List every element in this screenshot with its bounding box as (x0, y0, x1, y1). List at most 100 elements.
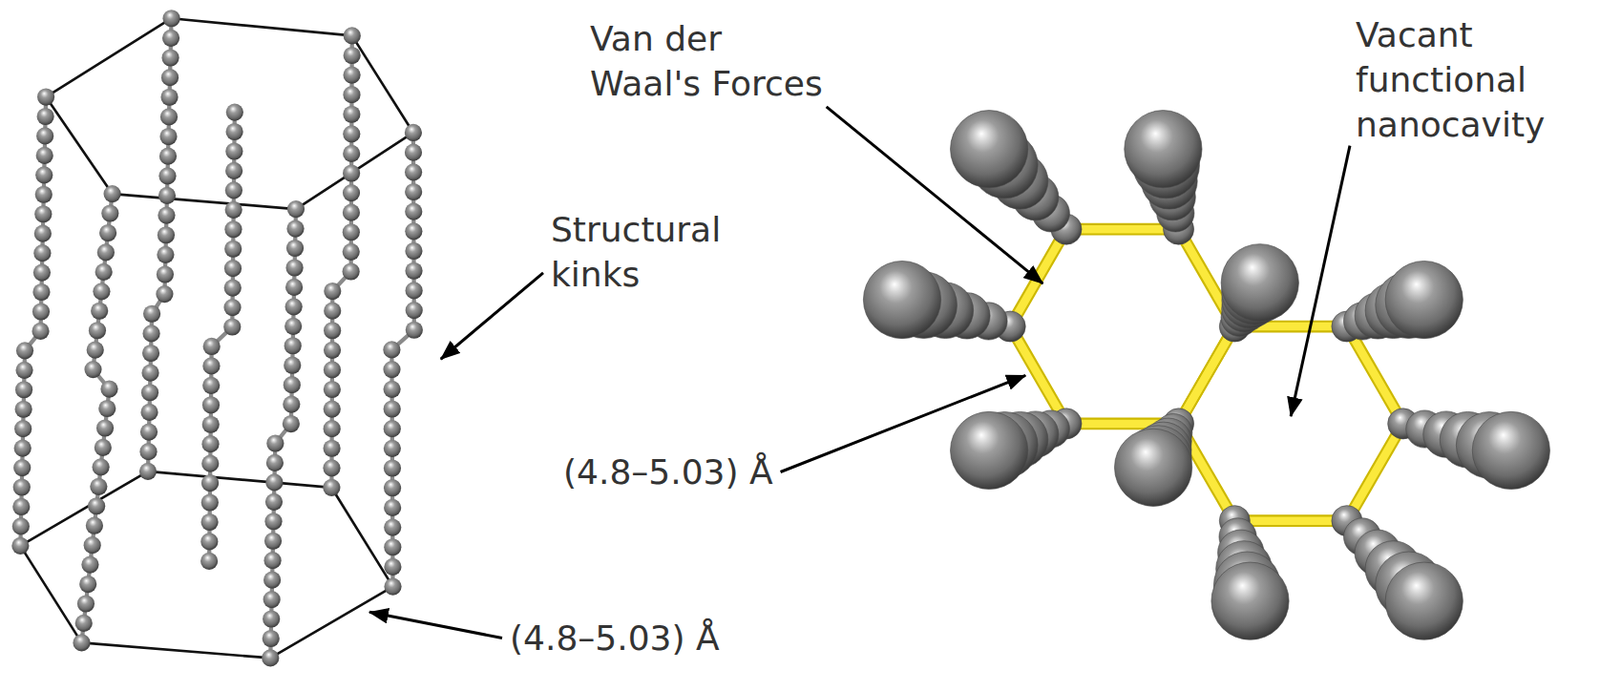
carbon-atom (323, 420, 341, 438)
carbon-atom (284, 317, 302, 336)
carbon-atom (265, 473, 283, 491)
carbon-atom (342, 262, 360, 280)
carbon-atom (264, 512, 282, 530)
carbon-atom (342, 145, 360, 163)
carbon-atom (323, 400, 341, 418)
carbon-atom (84, 360, 102, 379)
chain (322, 26, 361, 497)
carbon-atom (323, 302, 341, 320)
carbon-atom (223, 317, 241, 336)
carbon-atom (383, 578, 401, 596)
carbon-atom (160, 88, 178, 106)
carbon-atom (404, 124, 422, 142)
carbon-atom (202, 396, 220, 414)
carbon-atom (323, 282, 341, 300)
carbon-atom (12, 517, 30, 535)
chain (382, 124, 423, 596)
carbon-atom (14, 420, 32, 438)
carbon-atom (1385, 562, 1463, 640)
carbon-atom (383, 380, 401, 399)
carbon-atom (383, 420, 401, 438)
carbon-atom (225, 201, 243, 219)
carbon-atom (34, 225, 52, 243)
carbon-atom (142, 344, 160, 362)
carbon-atom (405, 301, 423, 319)
carbon-atom (157, 226, 175, 244)
carbon-atom (143, 305, 161, 323)
leader-arrow (1290, 146, 1350, 418)
carbon-atom (383, 400, 401, 418)
carbon-atom (224, 259, 242, 277)
carbon-atom (1221, 244, 1299, 322)
hexagon-fill-line (1178, 326, 1404, 522)
carbon-atom (950, 411, 1029, 489)
carbon-atom (141, 364, 159, 382)
carbon-atom (101, 204, 119, 222)
carbon-atom (404, 144, 422, 162)
carbon-atom (99, 224, 117, 242)
carbon-atom (264, 532, 282, 550)
carbon-atom (383, 499, 401, 517)
hexagon-outline (1178, 326, 1404, 522)
carbon-atom (382, 360, 400, 379)
carbon-atom (37, 87, 55, 106)
carbon-atom (262, 630, 280, 648)
carbon-atom (32, 302, 50, 320)
callout-label: (4.8–5.03) Å (509, 616, 720, 662)
carbon-atom (1472, 411, 1550, 489)
honeycomb-top-view (863, 110, 1550, 641)
carbon-atom (323, 360, 341, 379)
carbon-atom (160, 107, 178, 126)
carbon-atom (96, 419, 114, 437)
carbon-atom (15, 400, 33, 419)
carbon-atom (323, 341, 341, 359)
carbon-atom (37, 107, 55, 126)
carbon-atom (322, 459, 340, 477)
leader-lines (369, 106, 1350, 639)
carbon-atom (35, 166, 53, 184)
chain-bond (209, 112, 235, 562)
carbon-atom (225, 142, 243, 160)
carbon-atom (89, 478, 107, 496)
top-hexagon (45, 18, 414, 210)
carbon-atom (139, 442, 157, 461)
carbon-atom (342, 204, 360, 222)
carbon-atom (98, 400, 116, 418)
carbon-atom (36, 126, 54, 145)
carbon-atom (224, 240, 242, 258)
carbon-atom (75, 614, 93, 632)
carbon-atom (156, 246, 174, 264)
chain (72, 185, 121, 652)
carbon-atom (200, 513, 218, 531)
callout-label: Structural kinks (550, 208, 766, 298)
carbon-atom (266, 434, 284, 452)
carbon-atom (343, 26, 361, 44)
hexagonal-prism (11, 9, 423, 667)
carbon-atom (1385, 260, 1463, 338)
carbon-atom (404, 163, 422, 181)
carbon-atom (202, 377, 220, 395)
carbon-atom (202, 357, 220, 375)
carbon-atom (404, 222, 422, 240)
carbon-atom (343, 46, 361, 64)
carbon-atom (285, 278, 303, 296)
carbon-atom (342, 243, 360, 261)
carbon-atom (383, 459, 401, 477)
carbon-atom (13, 459, 31, 477)
leader-arrow (441, 273, 544, 359)
carbon-atom (950, 110, 1029, 189)
carbon-atom (863, 260, 941, 338)
carbon-atom (383, 538, 401, 556)
carbon-atom (161, 68, 179, 86)
carbon-atom (342, 85, 360, 104)
carbon-atom (225, 162, 243, 180)
callout-label: (4.8–5.03) Å (563, 450, 774, 496)
carbon-atom (97, 243, 115, 261)
carbon-atom (322, 440, 340, 458)
carbon-atom (223, 298, 241, 316)
carbon-atom (14, 440, 32, 458)
carbon-atom (87, 497, 106, 515)
carbon-atom (33, 263, 51, 281)
carbon-atom (33, 244, 51, 262)
